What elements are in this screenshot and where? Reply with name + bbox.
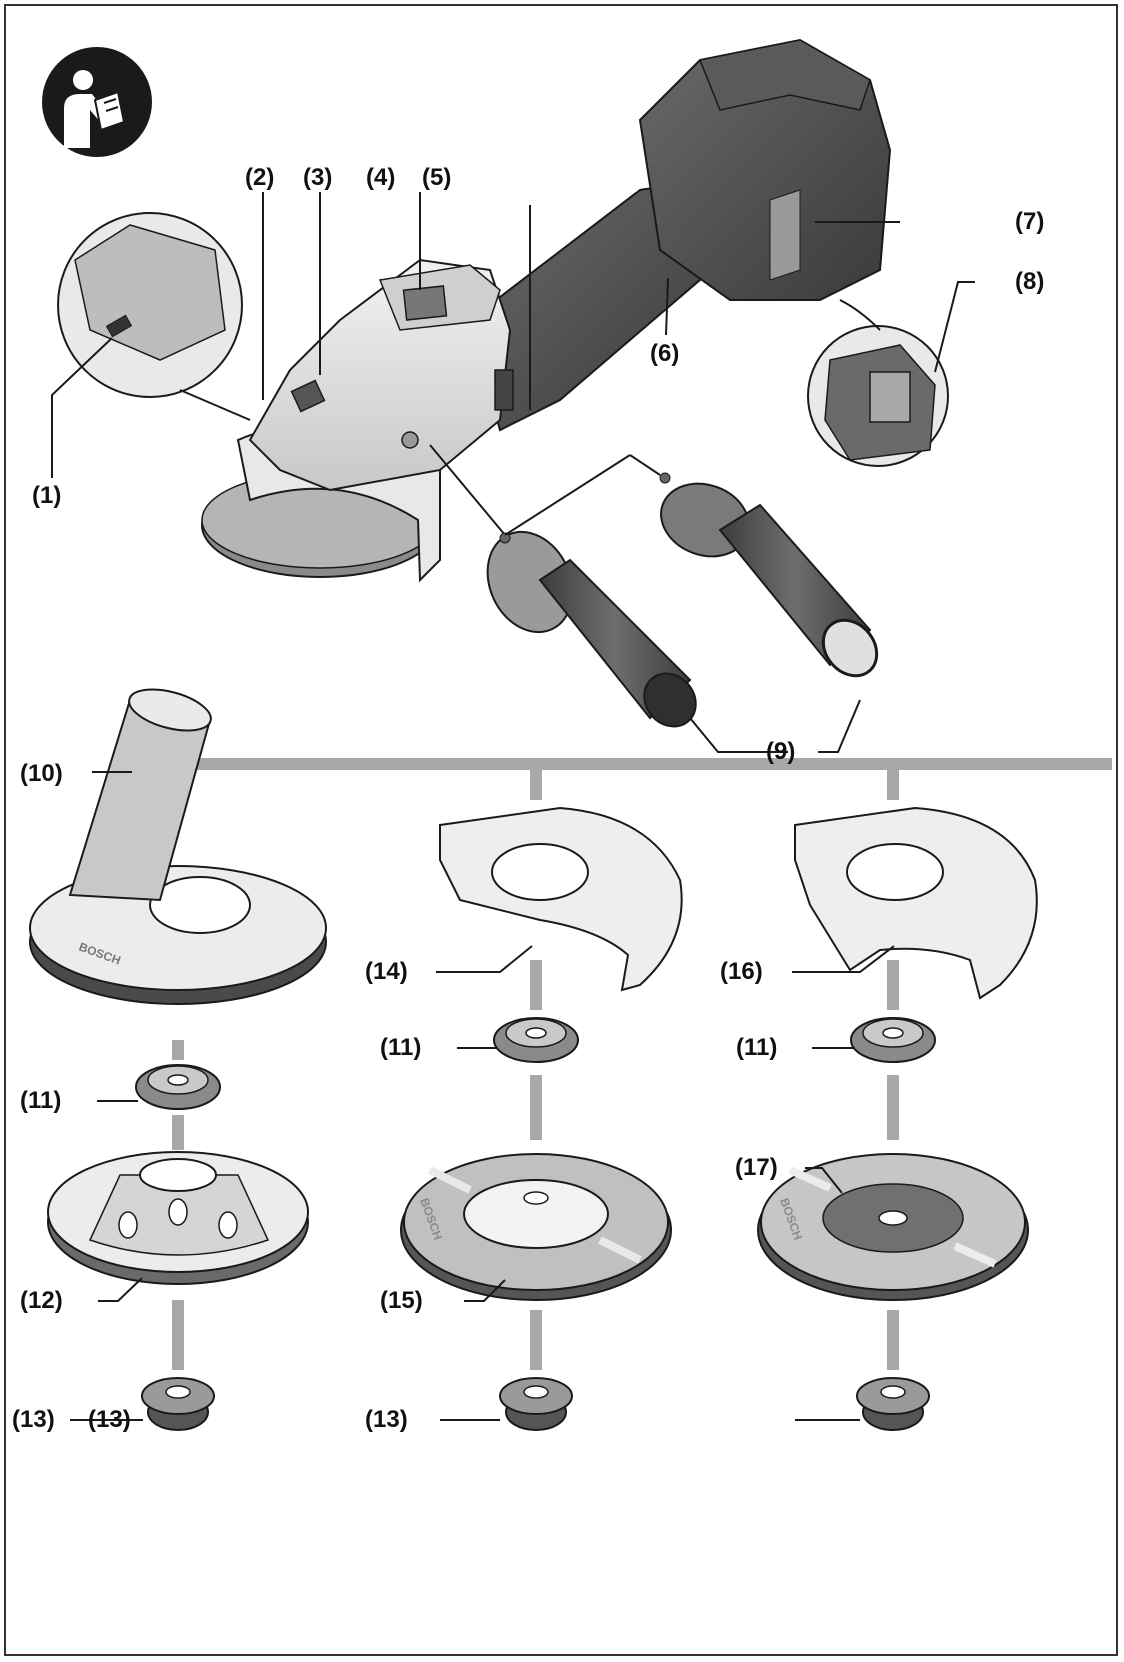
callout-14: (14)	[365, 958, 408, 985]
callout-1: (1)	[32, 482, 62, 509]
detail-circle-1	[57, 212, 251, 421]
callout-11-hood: (11)	[20, 1087, 62, 1114]
callout-13-left-a: (13)	[12, 1406, 55, 1433]
clamping-nut	[856, 1377, 930, 1431]
callout-11-guard14: (11)	[380, 1034, 422, 1061]
callout-12: (12)	[20, 1287, 63, 1314]
callout-6: (6)	[650, 340, 680, 367]
mounting-flange	[850, 1017, 936, 1063]
clamping-nut	[141, 1377, 215, 1431]
clamping-nut	[499, 1377, 573, 1431]
callout-7: (7)	[1015, 208, 1045, 235]
angle-grinder	[201, 38, 892, 583]
callout-10: (10)	[20, 760, 63, 787]
callout-2: (2)	[245, 164, 275, 191]
callout-9: (9)	[766, 738, 796, 765]
callout-16: (16)	[720, 958, 763, 985]
callout-13-center: (13)	[365, 1406, 408, 1433]
callout-5: (5)	[422, 164, 452, 191]
callout-8: (8)	[1015, 268, 1045, 295]
auxiliary-handle-vibration	[504, 454, 879, 678]
mounting-flange	[493, 1017, 579, 1063]
callout-4: (4)	[366, 164, 396, 191]
mounting-flange	[135, 1064, 221, 1110]
dust-extraction-hood: BOSCH	[29, 688, 327, 1005]
read-manual-icon	[42, 47, 152, 157]
callout-15: (15)	[380, 1287, 423, 1314]
cutting-disc: BOSCH	[757, 1153, 1029, 1301]
callout-3: (3)	[303, 164, 333, 191]
grinding-disc: BOSCH	[400, 1153, 672, 1301]
diamond-cup-wheel	[47, 1151, 309, 1285]
leader-lines	[51, 192, 975, 1421]
page-frame	[4, 4, 1118, 1656]
callout-13-left-b: (13)	[88, 1406, 131, 1433]
auxiliary-handle-plain	[429, 444, 697, 728]
protective-guard-14	[439, 806, 683, 992]
protective-guard-16	[794, 806, 1038, 1000]
callout-17: (17)	[735, 1154, 778, 1181]
detail-circle-8	[807, 299, 949, 467]
callout-11-guard16: (11)	[736, 1034, 778, 1061]
